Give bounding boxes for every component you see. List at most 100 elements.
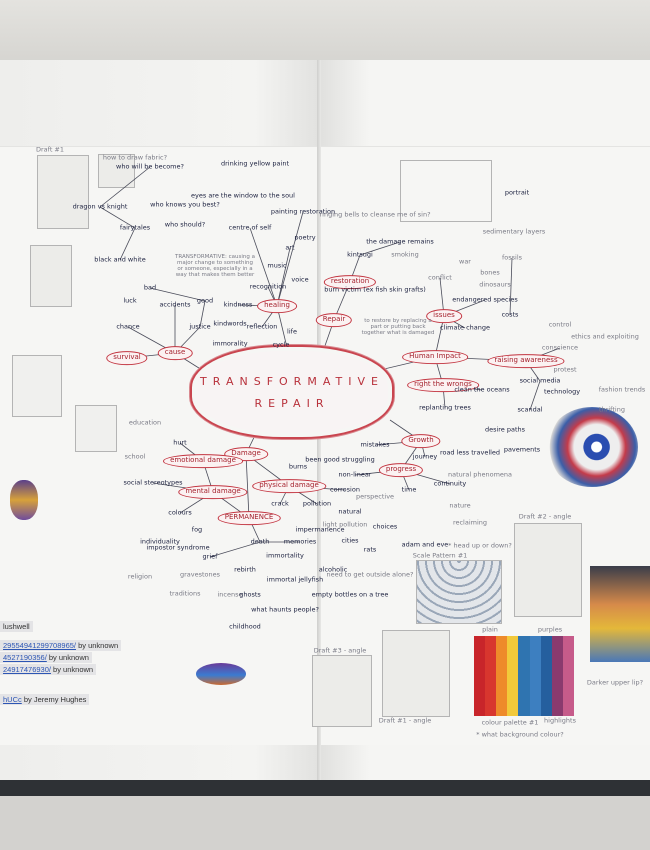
mind-map-note: scandal — [517, 405, 543, 414]
mind-map-note: light pollution — [322, 520, 368, 529]
mind-map-note: immortal jellyfish — [266, 575, 324, 584]
mind-map-note: centre of self — [228, 223, 272, 232]
mind-map-key-node: healing — [257, 299, 297, 313]
mind-map-note: what haunts people? — [251, 605, 319, 614]
mind-map-note: immortality — [266, 551, 304, 560]
mind-map-note: life — [287, 327, 297, 336]
credit-link[interactable]: hUCc — [3, 695, 22, 704]
mind-map-note: who should? — [164, 220, 206, 229]
draft-1-angle-sketch — [382, 630, 450, 717]
credit-link[interactable]: 29554941299708965/ — [3, 641, 76, 650]
mind-map-key-node: Human Impact — [402, 350, 468, 364]
mind-map-note: cycle — [272, 340, 290, 349]
mind-map-note: choices — [372, 522, 398, 531]
mind-map-key-node: emotional damage — [163, 454, 243, 468]
credit-link[interactable]: 4527190356/ — [3, 653, 47, 662]
connector-line — [99, 206, 136, 229]
mind-map-note: burns — [288, 462, 308, 471]
eye-sketch — [546, 407, 638, 487]
mind-map-note: ringing bells to cleanse me of sin? — [319, 210, 431, 219]
credit-link[interactable]: 24917476930/ — [3, 665, 51, 674]
lips-sketch — [196, 663, 246, 685]
palette-swatch — [551, 636, 563, 716]
mind-map-note: costs — [501, 310, 519, 319]
mind-map-note: the damage remains — [366, 237, 434, 246]
mind-map-note: rebirth — [234, 565, 256, 574]
connector-line — [149, 287, 206, 302]
mind-map-note: journey — [412, 452, 438, 461]
background-table-bottom — [0, 796, 650, 850]
mind-map-note: alcoholic — [318, 565, 348, 574]
mind-map-note: school — [124, 452, 146, 461]
palette-swatch — [562, 636, 574, 716]
colour-palette-sketch — [474, 636, 574, 716]
mind-map-note: social media — [519, 376, 561, 385]
palette-swatch — [507, 636, 519, 716]
mind-map-note: conscience — [541, 343, 579, 352]
mind-map-note: to restore by replacing a part or puttin… — [361, 317, 435, 337]
mind-map-note: colours — [168, 508, 192, 517]
mind-map-note: desire paths — [484, 425, 526, 434]
sketch-box-empty — [400, 160, 492, 222]
mind-map-note: dragon vs knight — [72, 202, 128, 211]
mind-map-note: eyes are the window to the soul — [191, 191, 295, 200]
mind-map-note: death — [250, 537, 270, 546]
mind-map-note: accidents — [159, 300, 191, 309]
mind-map-note: conflict — [428, 273, 452, 282]
mind-map-note: kindness — [223, 300, 253, 309]
mind-map-note: recognition — [249, 282, 287, 291]
mind-map-note: control — [548, 320, 572, 329]
credit-3: 24917476930/ by unknown — [0, 664, 97, 675]
mind-map-note: rats — [363, 545, 377, 554]
draft-3-sketch — [312, 655, 372, 727]
palette-swatch — [474, 636, 486, 716]
mind-map-note: drinking yellow paint — [220, 159, 290, 168]
sketch-fabric — [98, 154, 135, 188]
mind-map-key-node: PERMANENCE — [217, 511, 281, 525]
mind-map-note: non-linear — [338, 470, 372, 479]
mind-map-note: thrifting — [599, 405, 625, 414]
mind-map-note: corrosion — [330, 485, 360, 494]
connector-line — [119, 227, 136, 261]
mind-map-note: fashion trends — [598, 385, 646, 394]
credit-1: 29554941299708965/ by unknown — [0, 640, 122, 651]
central-cloud: TRANSFORMATIVE REPAIR — [190, 345, 394, 439]
mind-map-note: ethics and exploiting — [571, 332, 639, 341]
mind-map-note: poetry — [294, 233, 316, 242]
mind-map-note: fog — [191, 525, 203, 534]
mind-map-note: childhood — [229, 622, 261, 631]
colored-face-sketch — [10, 480, 38, 520]
connector-line — [276, 211, 304, 307]
mind-map-note: burn victim (ex fish skin grafts) — [324, 285, 426, 294]
mind-map-note: climate change — [439, 323, 491, 332]
mind-map-note: gravestones — [179, 570, 221, 579]
sketch-label: plain — [482, 625, 498, 634]
mind-map-note: reflection — [246, 322, 278, 331]
connector-line — [529, 380, 541, 411]
mind-map-note: how to draw fabric? — [102, 153, 168, 162]
mind-map-note: justice — [189, 322, 211, 331]
credit-0: lushwell — [0, 621, 33, 632]
mind-map-note: black and white — [94, 255, 146, 264]
sketch-blank-left-2 — [75, 405, 117, 452]
mind-map-note: who knows you best? — [150, 200, 220, 209]
mind-map-key-node: physical damage — [252, 479, 326, 493]
sketch-portrait-left — [30, 245, 72, 307]
mind-map-note: hurt — [173, 438, 187, 447]
mind-map-key-node: raising awareness — [487, 354, 565, 368]
mind-map-note: technology — [543, 387, 581, 396]
connector-line — [509, 257, 513, 316]
mind-map-note: mistakes — [360, 440, 390, 449]
central-title-line2: REPAIR — [254, 397, 330, 410]
sketch-label: Draft #1 — [35, 145, 65, 154]
mind-map-note: protest — [553, 365, 577, 374]
mind-map-note: religion — [127, 572, 153, 581]
mind-map-note: road less travelled — [439, 448, 501, 457]
mind-map-note: * head up or down? — [448, 541, 512, 550]
mind-map-note: individuality — [140, 537, 180, 546]
mind-map-note: education — [128, 418, 162, 427]
mind-map-note: art — [285, 243, 295, 252]
background-table — [0, 0, 650, 62]
sketch-label: Draft #1 - angle — [378, 716, 432, 725]
mind-map-note: natural — [338, 507, 362, 516]
